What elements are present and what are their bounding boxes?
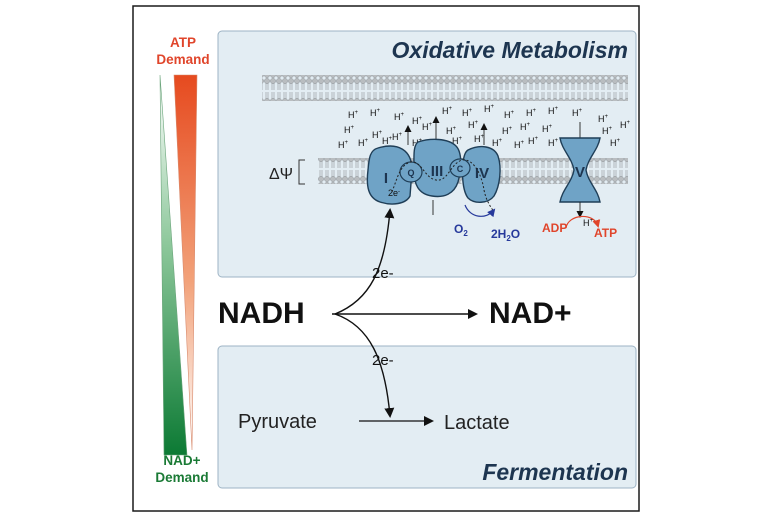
complex-V-label: V [575, 164, 585, 181]
h-plus-ion: H+ [348, 110, 359, 120]
two-e-label: 2e- [388, 188, 400, 198]
h-plus-ion: H+ [542, 124, 553, 134]
atp-demand-wedge [173, 74, 198, 451]
h-plus-ion: H+ [484, 104, 495, 114]
demand-gradient-bar: ATP Demand NAD+ Demand [155, 35, 209, 485]
complex-IV-label: IV [475, 165, 489, 182]
redox-center: NADH NAD+ 2e- 2e- [218, 208, 572, 418]
h-plus-ion: H+ [620, 120, 631, 130]
atp-label: ATP [594, 226, 617, 240]
nad-demand-label-1: NAD+ [163, 453, 200, 468]
h-plus-ion: H+ [446, 126, 457, 136]
delta-psi-bracket [298, 159, 305, 185]
h-plus-ion: H+ [468, 120, 479, 130]
complex-III-label: III [431, 163, 444, 180]
complex-I-label: I [384, 170, 388, 187]
h-plus-ion: H+ [412, 116, 423, 126]
h-plus-ion: H+ [358, 138, 369, 148]
h-plus-ion: H+ [422, 122, 433, 132]
h-plus-ion: H+ [382, 136, 393, 146]
h-plus-ion: H+ [602, 126, 613, 136]
electron-label-bottom: 2e- [372, 352, 394, 369]
h-plus-ion: H+ [572, 108, 583, 118]
h-plus-ion: H+ [526, 108, 537, 118]
h-plus-ion: H+ [474, 134, 485, 144]
synthase-h-plus: H+ [583, 218, 594, 228]
oxidative-panel: Oxidative Metabolism ΔΨ H+H+H+H+H+H+H+H+… [217, 30, 637, 278]
h-plus-ion: H+ [548, 106, 559, 116]
h-plus-ion: H+ [462, 108, 473, 118]
h-plus-ion: H+ [548, 138, 559, 148]
oxygen-reduction-arrow [464, 204, 496, 218]
h-plus-ion: H+ [504, 110, 515, 120]
cytochrome-c-carrier [449, 158, 471, 178]
electron-path [391, 159, 495, 213]
h-plus-ion: H+ [514, 140, 525, 150]
oxidative-title: Oxidative Metabolism [392, 37, 628, 63]
electron-to-complex-I-arrow [334, 208, 395, 315]
h-plus-ion: H+ [528, 136, 539, 146]
complex-I [366, 145, 413, 205]
delta-psi-label: ΔΨ [269, 166, 293, 183]
h-plus-ion: H+ [598, 114, 609, 124]
nad-demand-label-2: Demand [155, 470, 208, 485]
h-plus-ion: H+ [610, 138, 621, 148]
nad-plus-label: NAD+ [489, 297, 572, 330]
h-plus-ion: H+ [344, 125, 355, 135]
atp-synthesis-arrow [565, 215, 601, 229]
h-plus-ion: H+ [392, 132, 403, 142]
h2o-label: 2H2O [491, 227, 520, 243]
outer-membrane [262, 75, 628, 101]
pyruvate-label: Pyruvate [238, 411, 317, 433]
o2-label: O2 [454, 222, 468, 238]
nad-demand-wedge [159, 74, 188, 456]
c-label: C [457, 164, 464, 174]
h-plus-ion: H+ [338, 140, 349, 150]
adp-label: ADP [542, 221, 567, 235]
electron-label-top: 2e- [372, 265, 394, 282]
fermentation-panel: Fermentation Pyruvate Lactate [217, 345, 637, 489]
atp-demand-label-1: ATP [170, 35, 196, 50]
h-plus-ion: H+ [502, 126, 513, 136]
fermentation-title: Fermentation [482, 459, 628, 485]
lactate-label: Lactate [444, 412, 510, 434]
nadh-label: NADH [218, 297, 305, 330]
complex-V [559, 137, 601, 203]
h-plus-ion: H+ [492, 138, 503, 148]
h-plus-ion: H+ [370, 108, 381, 118]
h-plus-ion: H+ [520, 122, 531, 132]
h-plus-ion: H+ [452, 136, 463, 146]
q-label: Q [407, 168, 414, 178]
atp-demand-label-2: Demand [156, 52, 209, 67]
h-plus-ion: H+ [394, 112, 405, 122]
proton-arrows [404, 116, 581, 215]
h-plus-ion: H+ [442, 106, 453, 116]
electron-to-fermentation-arrow [334, 313, 395, 418]
h-plus-ion: H+ [372, 130, 383, 140]
